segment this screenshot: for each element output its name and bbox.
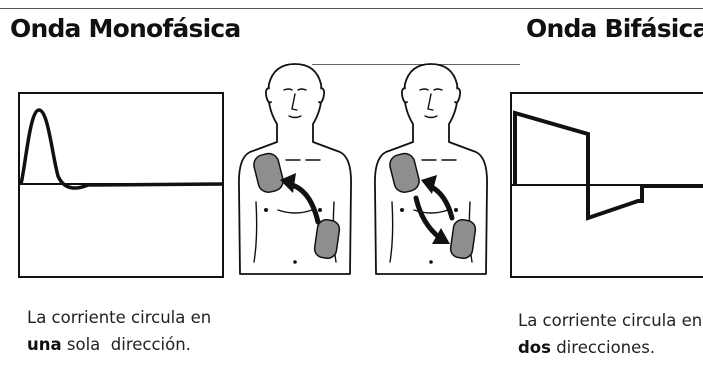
biphasic-caption-bold: dos: [518, 338, 551, 357]
monophasic-caption-bold: una: [27, 335, 62, 354]
monophasic-title: Onda Monofásica: [10, 14, 240, 43]
biphasic-caption-line1: La corriente circula en: [518, 307, 702, 334]
biphasic-title: Onda Bifásica: [526, 14, 703, 43]
monophasic-waveform-icon: [18, 92, 224, 278]
biphasic-caption: La corriente circula en dos direcciones.: [518, 307, 702, 361]
biphasic-waveform-icon: [510, 92, 703, 278]
monophasic-caption-line2: una sola dirección.: [27, 331, 211, 358]
torso-biphasic-icon: [372, 62, 490, 280]
monophasic-caption-rest: sola dirección.: [62, 335, 191, 354]
biphasic-caption-rest: direcciones.: [551, 338, 655, 357]
torso-monophasic-icon: [236, 62, 354, 280]
biphasic-caption-line2: dos direcciones.: [518, 334, 702, 361]
monophasic-caption-line1: La corriente circula en: [27, 304, 211, 331]
top-divider-line: [0, 8, 703, 9]
monophasic-caption: La corriente circula en una sola direcci…: [27, 304, 211, 358]
